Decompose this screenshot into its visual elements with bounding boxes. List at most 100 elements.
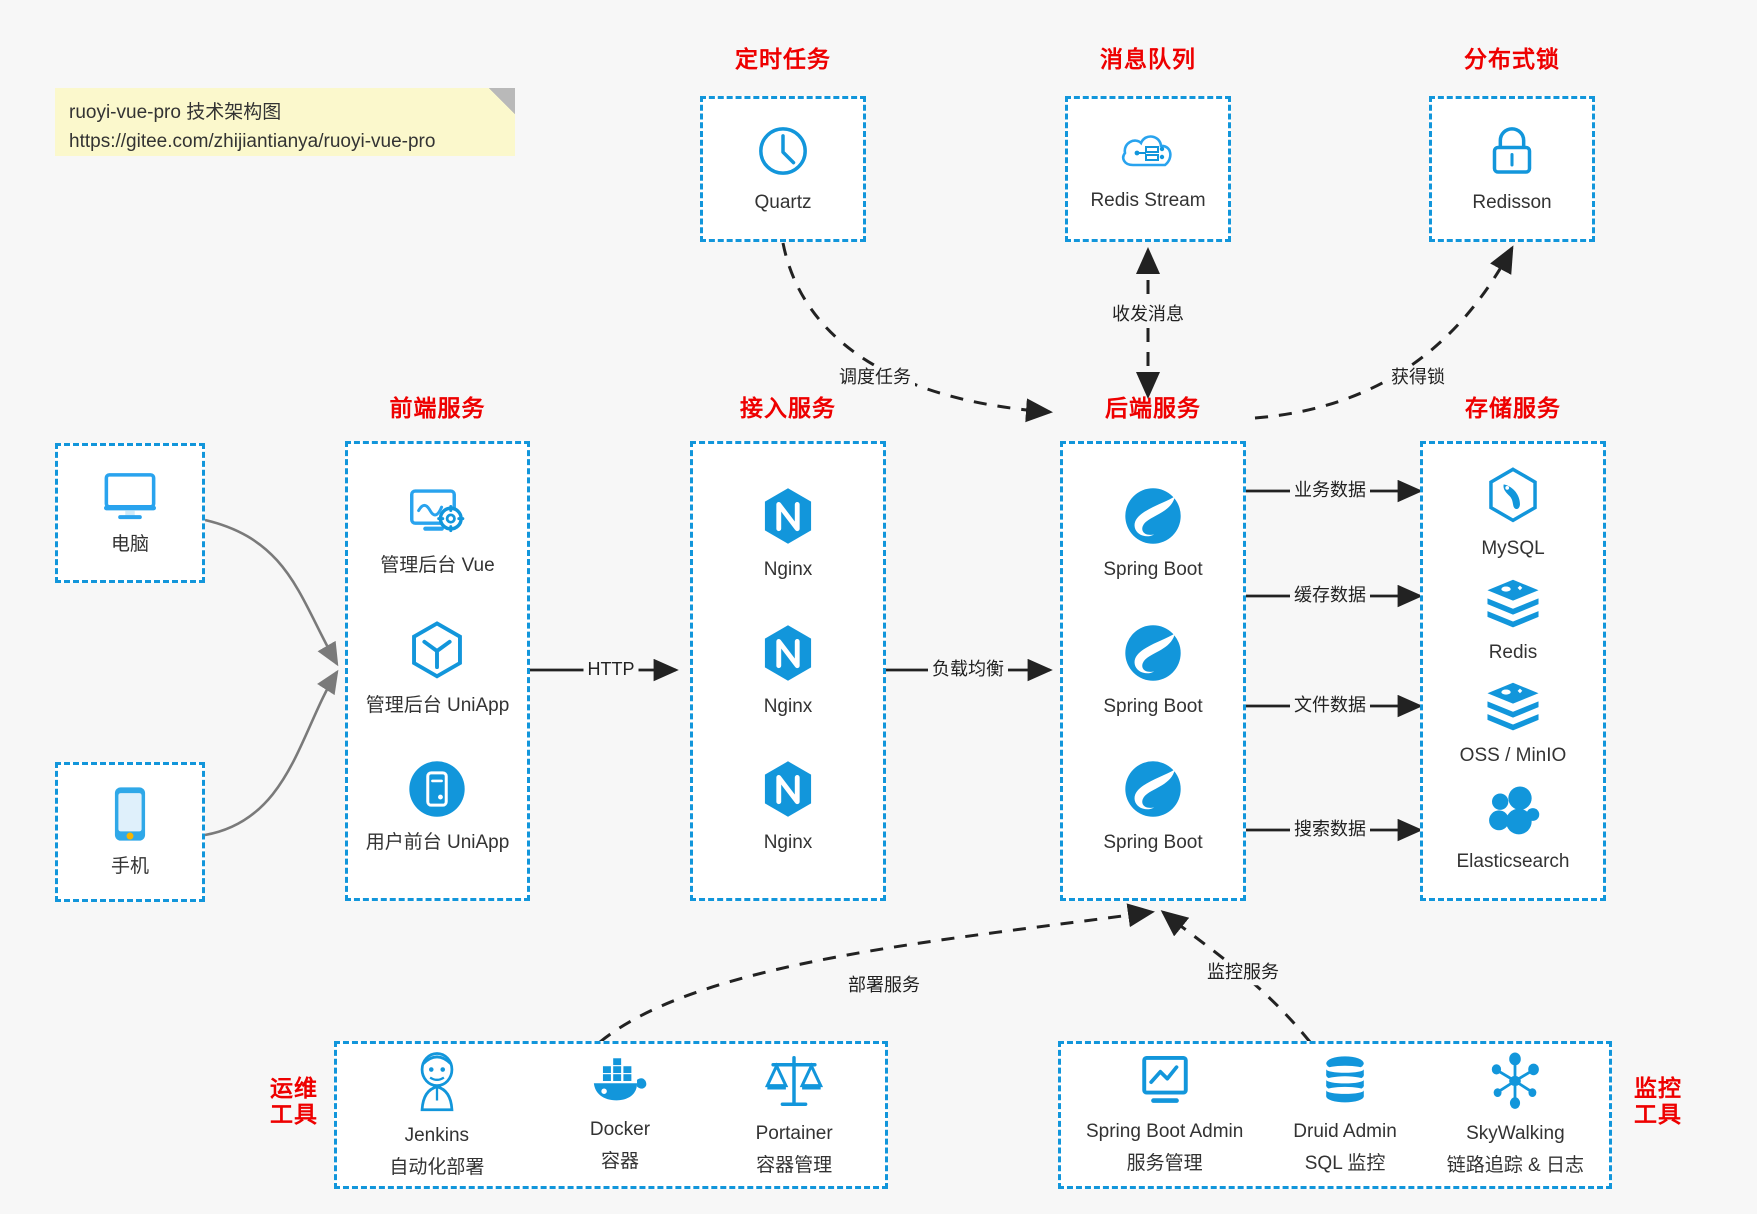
mysql-icon	[1486, 467, 1540, 530]
edge-label-mq-msg: 收发消息	[1108, 303, 1188, 327]
node-portainer[interactable]: Portainer 容器管理	[756, 1052, 833, 1178]
node-label: 管理后台 Vue	[380, 555, 495, 577]
padlock-icon	[1486, 123, 1538, 184]
uniapp-cube-icon	[408, 620, 466, 687]
node-spring-boot-3[interactable]: Spring Boot	[1103, 759, 1203, 856]
node-label: 用户前台 UniApp	[365, 831, 510, 853]
node-label: Docker	[589, 1118, 651, 1140]
oss-minio-icon	[1484, 680, 1542, 737]
group-box-client-pc: 电脑	[55, 443, 205, 583]
group-box-gateway: Nginx Nginx Nginx	[690, 441, 886, 901]
node-skywalking[interactable]: SkyWalking 链路追踪 & 日志	[1447, 1052, 1584, 1178]
jenkins-icon	[408, 1050, 466, 1117]
node-sublabel: 容器管理	[756, 1154, 833, 1176]
node-nginx-1[interactable]: Nginx	[760, 486, 816, 583]
node-spring-boot-1[interactable]: Spring Boot	[1103, 486, 1203, 583]
edge-label-schedule: 调度任务	[835, 366, 915, 390]
nginx-icon	[760, 486, 816, 551]
node-label: Spring Boot	[1103, 832, 1203, 854]
node-admin-uniapp[interactable]: 管理后台 UniApp	[365, 620, 510, 719]
note-url-line: https://gitee.com/zhijiantianya/ruoyi-vu…	[69, 131, 436, 153]
note-fold-corner	[489, 88, 515, 114]
group-box-mq: Redis Stream	[1065, 96, 1231, 242]
node-redisson[interactable]: Redisson	[1472, 123, 1552, 216]
node-elasticsearch[interactable]: Elasticsearch	[1457, 784, 1570, 875]
node-label: Redis Stream	[1090, 189, 1206, 211]
monitor-chart-icon	[1135, 1054, 1195, 1113]
edge-label-file-data: 文件数据	[1290, 694, 1370, 718]
node-oss-minio[interactable]: OSS / MinIO	[1459, 680, 1567, 769]
node-label: Druid Admin	[1293, 1120, 1397, 1142]
dashboard-gear-icon	[406, 486, 468, 547]
node-label: MySQL	[1481, 538, 1545, 560]
node-label: 电脑	[110, 533, 149, 555]
edge-label-http: HTTP	[583, 658, 639, 682]
node-admin-vue[interactable]: 管理后台 Vue	[380, 486, 495, 579]
node-spring-boot-admin[interactable]: Spring Boot Admin 服务管理	[1086, 1054, 1243, 1176]
node-user-uniapp[interactable]: 用户前台 UniApp	[365, 759, 510, 856]
node-spring-boot-2[interactable]: Spring Boot	[1103, 623, 1203, 720]
group-caption-gateway: 接入服务	[740, 395, 836, 421]
group-box-monitor: Spring Boot Admin 服务管理 Druid Admin	[1058, 1041, 1612, 1189]
node-label: SkyWalking	[1466, 1122, 1565, 1144]
elasticsearch-icon	[1485, 784, 1541, 843]
group-box-frontend: 管理后台 Vue 管理后台 UniApp 用户前台 UniApp	[345, 441, 530, 901]
node-sublabel: 容器	[600, 1150, 639, 1172]
group-caption-backend: 后端服务	[1105, 395, 1201, 421]
node-jenkins[interactable]: Jenkins 自动化部署	[389, 1050, 484, 1180]
node-label: Redis	[1488, 641, 1538, 663]
node-desktop[interactable]: 电脑	[99, 469, 161, 558]
node-quartz[interactable]: Quartz	[754, 123, 812, 216]
group-box-scheduler: Quartz	[700, 96, 866, 242]
portainer-icon	[765, 1052, 824, 1115]
node-nginx-2[interactable]: Nginx	[760, 623, 816, 720]
group-caption-mq: 消息队列	[1100, 46, 1196, 72]
node-mysql[interactable]: MySQL	[1481, 467, 1545, 562]
node-label: Redisson	[1472, 191, 1552, 213]
spring-boot-icon	[1123, 759, 1183, 824]
group-box-devops: Jenkins 自动化部署 Docker 容器	[334, 1041, 888, 1189]
node-label: OSS / MinIO	[1459, 745, 1567, 767]
edge-label-monitoring: 监控服务	[1203, 961, 1283, 985]
edge-label-search-data: 搜索数据	[1290, 818, 1370, 842]
node-label: 手机	[110, 855, 149, 877]
node-druid-admin[interactable]: Druid Admin SQL 监控	[1293, 1054, 1397, 1176]
group-caption-frontend: 前端服务	[389, 395, 486, 421]
node-smartphone[interactable]: 手机	[108, 785, 152, 880]
group-caption-scheduler: 定时任务	[735, 46, 831, 72]
group-caption-monitor: 监控 工具	[1622, 1075, 1694, 1128]
node-docker[interactable]: Docker 容器	[589, 1056, 651, 1174]
nginx-icon	[760, 623, 816, 688]
smartphone-icon	[108, 785, 152, 848]
spring-boot-icon	[1123, 623, 1183, 688]
edge-label-deploy: 部署服务	[844, 974, 924, 998]
node-sublabel: SQL 监控	[1304, 1152, 1386, 1174]
node-sublabel: 自动化部署	[389, 1156, 485, 1178]
node-label: Nginx	[763, 832, 813, 854]
database-icon	[1318, 1054, 1372, 1113]
node-label: Portainer	[755, 1122, 833, 1144]
docker-icon	[589, 1056, 651, 1111]
node-label: Jenkins	[404, 1124, 470, 1146]
node-label: 管理后台 UniApp	[365, 694, 510, 716]
edge-label-cache-data: 缓存数据	[1290, 584, 1370, 608]
group-box-lock: Redisson	[1429, 96, 1595, 242]
node-label: Nginx	[763, 695, 813, 717]
group-caption-lock: 分布式锁	[1464, 46, 1560, 72]
devops-caption-line1: 运维	[270, 1075, 318, 1101]
node-label: Spring Boot Admin	[1085, 1120, 1244, 1142]
group-box-client-mobile: 手机	[55, 762, 205, 902]
mobile-circle-icon	[407, 759, 467, 824]
node-label: Nginx	[763, 558, 813, 580]
group-box-storage: MySQL Redis	[1420, 441, 1606, 901]
node-redis-stream[interactable]: Redis Stream	[1090, 125, 1206, 214]
group-caption-devops: 运维 工具	[258, 1075, 330, 1128]
group-caption-storage: 存储服务	[1465, 395, 1561, 421]
clock-icon	[755, 123, 811, 184]
node-redis[interactable]: Redis	[1484, 577, 1542, 666]
title-note: ruoyi-vue-pro 技术架构图 https://gitee.com/zh…	[55, 88, 515, 156]
node-sublabel: 服务管理	[1126, 1152, 1203, 1174]
skywalking-icon	[1486, 1052, 1544, 1115]
node-nginx-3[interactable]: Nginx	[760, 759, 816, 856]
